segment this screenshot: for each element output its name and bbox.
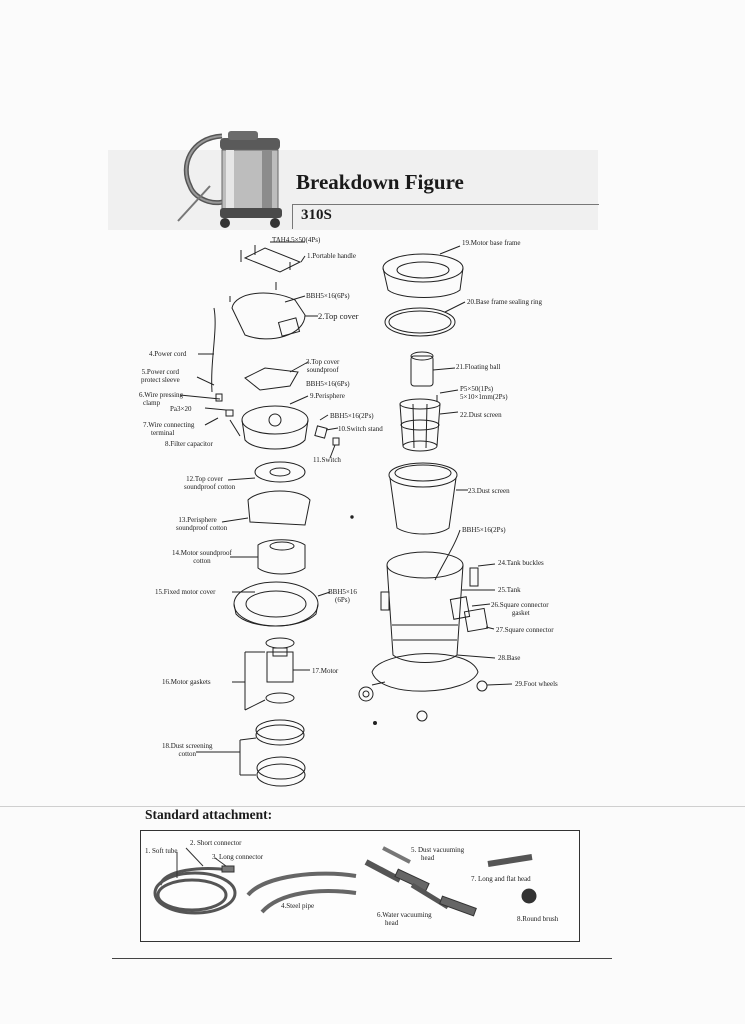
model-box (292, 204, 599, 229)
top-cover-soundproof (244, 367, 299, 391)
label-dust-screen-22: 22.Dust screen (460, 411, 502, 419)
label-round-brush: 8.Round brush (517, 915, 559, 923)
vacuum-product-image (177, 131, 282, 228)
label-long-and-flat-head: 7. Long and flat head (471, 875, 531, 883)
section-divider (0, 806, 745, 807)
label-base: 28.Base (498, 654, 521, 662)
standard-attachment-box (140, 830, 580, 942)
label-top-cover: 2.Top cover (318, 311, 359, 321)
label-fixed-motor-cover: 15.Fixed motor cover (155, 588, 216, 596)
base-frame-sealing-ring (384, 307, 456, 337)
label-bbh-2ps-a: BBH5×16(2Ps) (330, 412, 374, 420)
label-long-connector: 3. Long connector (212, 853, 264, 861)
label-bbh-2ps-b: BBH5×16(2Ps) (462, 526, 506, 534)
motor (266, 651, 294, 683)
standard-attachment-title: Standard attachment: (145, 807, 273, 822)
label-bbh-6ps-b: BBH5×16(6Ps) (306, 380, 350, 388)
label-switch-stand: 10.Switch stand (338, 425, 383, 433)
dust-screen (388, 462, 458, 488)
label-motor-gaskets: 16.Motor gaskets (162, 678, 211, 686)
steel-pipe-1 (246, 871, 357, 897)
dust-screening-cotton-2 (256, 756, 306, 780)
label-dust-screen-23: 23.Dust screen (468, 487, 510, 495)
label-tank-buckles: 24.Tank buckles (498, 559, 544, 567)
dust-screening-cotton-1 (255, 719, 305, 741)
tank-buckle-right (469, 567, 479, 587)
label-base-frame-sealing-ring: 20.Base frame sealing ring (467, 298, 543, 306)
perisphere-soundproof-cotton (247, 490, 311, 526)
label-soft-tube: 1. Soft tube (145, 847, 178, 855)
label-bbh-6ps-a: BBH5×16(6Ps) (306, 292, 350, 300)
label-motor: 17.Motor (312, 667, 339, 675)
label-tah: TAH4.5×50(4Ps) (272, 236, 321, 244)
power-cord (211, 307, 216, 393)
label-foot-wheels: 29.Foot wheels (515, 680, 558, 688)
label-perisphere: 9.Perisphere (310, 392, 345, 400)
dust-vacuuming-head (364, 859, 402, 883)
motor-soundproof-cotton (257, 539, 306, 575)
square-connector-gasket (449, 596, 471, 620)
steel-pipe-2 (260, 889, 357, 914)
page-title: Breakdown Figure (296, 170, 464, 194)
label-p5x10: 5×10×1mm(2Ps) (460, 393, 508, 401)
label-motor-base-frame: 19.Motor base frame (462, 239, 521, 247)
foot-wheel-front (416, 710, 428, 722)
base (371, 653, 479, 692)
motor-gasket-bottom (265, 692, 295, 704)
long-flat-head (487, 854, 533, 867)
label-power-cord: 4.Power cord (149, 350, 187, 358)
top-cover (231, 292, 306, 340)
portable-handle (243, 247, 302, 273)
bottom-rule (112, 958, 612, 959)
model-number: 310S (301, 207, 332, 223)
floating-ball (410, 355, 434, 387)
square-connector (463, 607, 489, 633)
label-tank: 25.Tank (498, 586, 521, 594)
label-short-connector: 2. Short connector (190, 839, 242, 847)
soft-tube (153, 867, 237, 915)
label-portable-handle: 1.Portable handle (307, 252, 356, 260)
short-connector (221, 865, 235, 873)
label-switch: 11.Switch (313, 456, 341, 464)
label-floating-ball: 21.Floating ball (456, 363, 501, 371)
switch-stand (314, 425, 328, 439)
label-square-connector: 27.Square connector (496, 626, 554, 634)
top-cover-soundproof-cotton (254, 461, 306, 483)
label-p5x50: P5×50(1Ps) (460, 385, 494, 393)
label-filter-capacitor: 8.Filter capacitor (165, 440, 213, 448)
tank-buckle-left (380, 591, 390, 611)
label-steel-pipe: 4.Steel pipe (281, 902, 315, 910)
label-pa3: Pa3×20 (170, 405, 192, 413)
label-bbh-16-6ps: BBH5×16(6Ps) (328, 588, 357, 604)
foot-wheel-right (476, 680, 488, 692)
round-brush (521, 888, 537, 904)
